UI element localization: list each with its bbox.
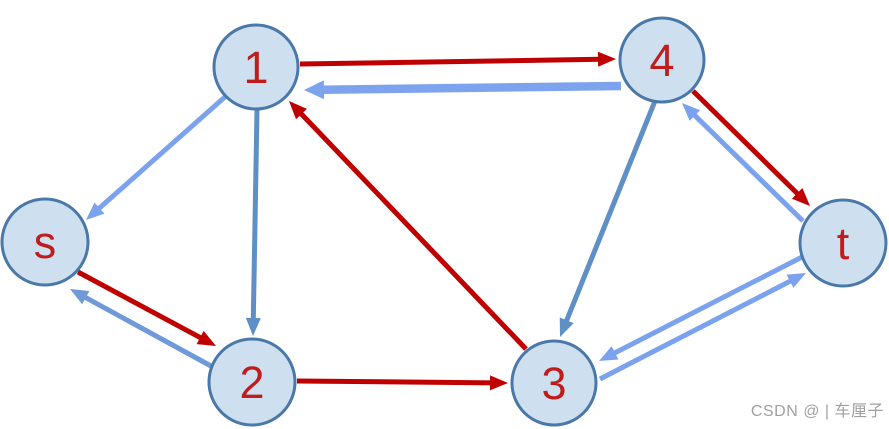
node-label-s: s (34, 217, 57, 268)
arrowhead-4-to-3 (559, 317, 574, 337)
edge-4-to-3 (563, 100, 658, 325)
node-s: s (0, 197, 90, 287)
node-label-1: 1 (243, 42, 268, 93)
edge-t-to-4 (690, 111, 805, 223)
node-t: t (798, 198, 888, 288)
arrowhead-1-to-s (86, 202, 105, 220)
edge-1-to-4 (299, 56, 602, 67)
node-1: 1 (212, 23, 300, 111)
node-circle-s (0, 197, 90, 287)
watermark-text: CSDN @ | 车厘子 (750, 403, 884, 420)
node-2: 2 (207, 337, 297, 427)
arrowhead-1-to-4 (597, 51, 616, 67)
arrowhead-s-to-2 (196, 330, 216, 346)
edge-1-to-s (95, 94, 228, 212)
edge-4-to-t (691, 89, 802, 198)
node-circle-4 (618, 16, 706, 104)
arrowhead-1-to-2 (245, 317, 261, 336)
edge-3-to-1 (297, 110, 528, 351)
node-label-3: 3 (541, 358, 566, 409)
nodes-layer: 1 4 s 2 3 t (0, 16, 888, 427)
arrowhead-2-to-s (70, 289, 90, 305)
edge-s-to-2 (76, 269, 204, 342)
arrowhead-3-to-t (786, 273, 806, 288)
arrowhead-t-to-4 (682, 103, 701, 121)
edge-2-to-3 (296, 378, 494, 386)
edge-2-to-s (81, 293, 213, 369)
node-4: 4 (618, 16, 706, 104)
node-label-t: t (837, 218, 850, 269)
node-circle-2 (207, 337, 297, 427)
edges-layer (70, 51, 810, 391)
edge-1-to-2 (250, 109, 260, 322)
node-label-2: 2 (239, 357, 264, 408)
node-circle-1 (212, 23, 300, 111)
arrowhead-2-to-3 (489, 375, 508, 391)
node-3: 3 (510, 339, 598, 427)
edge-t-to-3 (611, 253, 806, 357)
edge-3-to-t (598, 277, 794, 382)
arrowhead-4-to-t (791, 188, 810, 206)
node-label-4: 4 (649, 35, 674, 86)
node-circle-3 (510, 339, 598, 427)
arrowhead-t-to-3 (599, 346, 619, 361)
edge-4-to-1 (320, 81, 622, 95)
arrowhead-4-to-1 (304, 80, 325, 100)
node-circle-t (798, 198, 888, 288)
arrowhead-3-to-1 (289, 101, 307, 120)
